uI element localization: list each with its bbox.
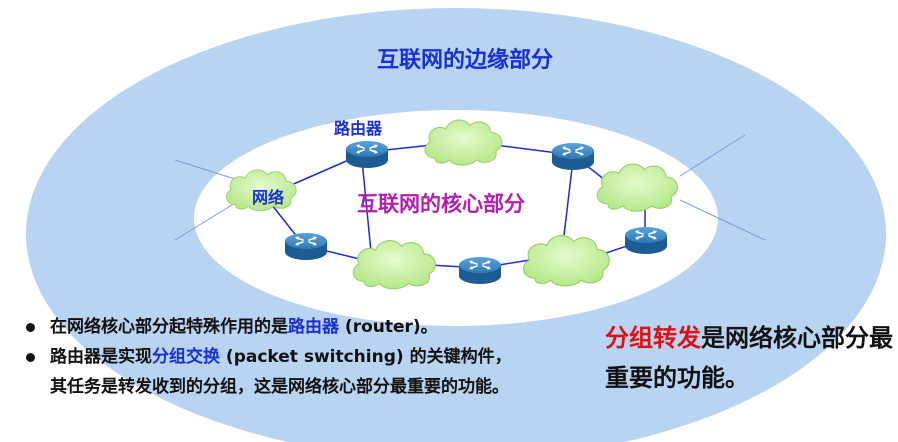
bullet-text: (router)。 <box>339 317 438 337</box>
router-icon <box>345 140 389 169</box>
access-lines <box>174 134 766 241</box>
side-note-highlight: 分组转发 <box>605 324 701 352</box>
network-label: 网络 <box>252 188 285 207</box>
side-note: 分组转发是网络核心部分最重要的功能。 <box>605 318 895 398</box>
core-title: 互联网的核心部分 <box>357 192 525 216</box>
bullet-text: 在网络核心部分起特殊作用的是 <box>50 317 288 337</box>
router-icon <box>551 142 595 171</box>
bullet-list: 在网络核心部分起特殊作用的是路由器 (router)。 路由器是实现分组交换 (… <box>18 312 578 402</box>
bullet-text: 路由器是实现 <box>50 347 152 367</box>
bullet-highlight: 路由器 <box>288 317 339 337</box>
bullet-highlight: 分组交换 <box>152 347 220 367</box>
edge-title: 互联网的边缘部分 <box>376 48 553 73</box>
router-icon <box>624 226 668 255</box>
router-label: 路由器 <box>334 119 383 138</box>
router-icon <box>284 232 328 261</box>
bullet-dot <box>26 353 35 362</box>
bullet-text: (packet switching) 的关键构件，其任务是转发收到的分组，这是网… <box>50 347 512 397</box>
bullet-item: 路由器是实现分组交换 (packet switching) 的关键构件，其任务是… <box>18 342 520 402</box>
bullet-dot <box>26 323 35 332</box>
bullet-item: 在网络核心部分起特殊作用的是路由器 (router)。 <box>18 312 578 342</box>
router-icon <box>458 256 502 285</box>
side-note-text: 是网络核心部分最重要的功能。 <box>605 324 893 392</box>
